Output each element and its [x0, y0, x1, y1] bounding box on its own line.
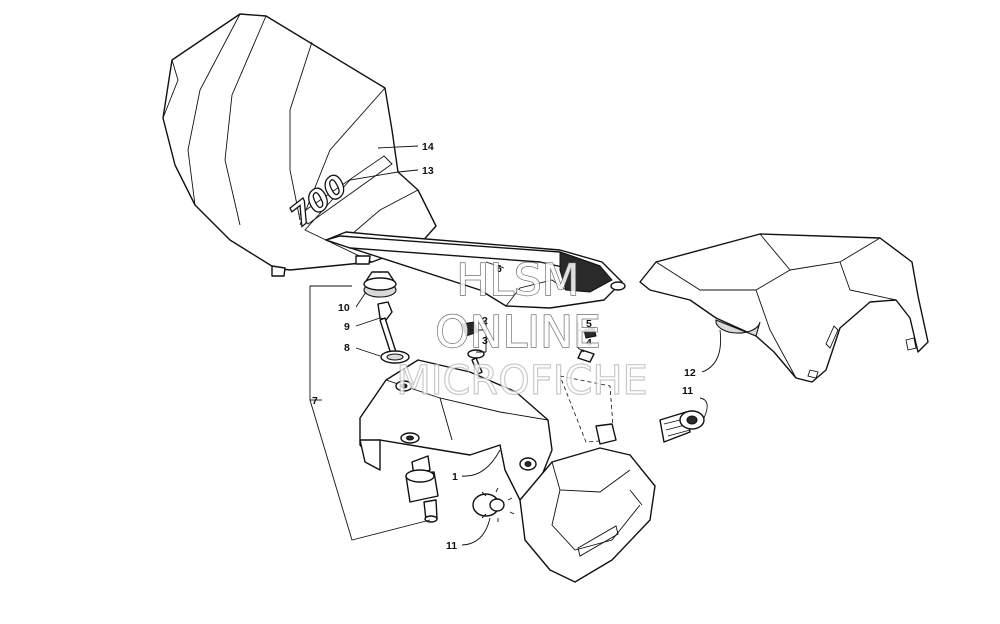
leader-12 — [701, 329, 722, 373]
leader-14 — [377, 145, 419, 149]
callout-11-right: 11 — [682, 385, 693, 397]
callout-1: 1 — [452, 471, 458, 483]
callout-9: 9 — [344, 321, 350, 333]
leader-8 — [355, 347, 381, 357]
lower-console-panel — [519, 447, 656, 583]
callout-3: 3 — [482, 335, 488, 347]
leader-10 — [355, 291, 367, 308]
callout-2: 2 — [482, 315, 488, 327]
clip-5 — [583, 327, 597, 339]
ignition-key — [377, 301, 397, 355]
screw-2 — [461, 321, 479, 337]
callout-7: 7 — [312, 395, 318, 407]
watermark: HLSM ONLINE MICROFICHE — [396, 254, 649, 404]
watermark-line-3: MICROFICHE — [396, 358, 648, 404]
leader-9 — [355, 317, 381, 327]
callout-4: 4 — [586, 337, 592, 349]
callout-13: 13 — [422, 165, 434, 177]
leader-1 — [461, 449, 501, 477]
leader-6 — [485, 261, 505, 269]
gauge-cluster — [325, 231, 626, 309]
callout-10: 10 — [338, 302, 350, 314]
ignition-grommet — [380, 350, 410, 364]
washer-3 — [467, 349, 485, 375]
ignition-switch-cap — [363, 271, 397, 298]
leader-13 — [397, 169, 419, 173]
watermark-line-1: HLSM — [456, 255, 580, 306]
clip-4 — [577, 349, 595, 363]
watermark-line-2: ONLINE — [435, 307, 601, 358]
leader-2-3 — [470, 320, 487, 353]
power-outlet — [659, 410, 705, 443]
harness-bracket — [595, 423, 617, 445]
dash-console-housing — [359, 359, 553, 501]
callout-6: 6 — [496, 263, 502, 275]
right-side-cover — [639, 233, 929, 383]
ignition-switch-body — [405, 455, 439, 523]
leader-5-4 — [577, 322, 589, 353]
callout-8: 8 — [344, 342, 350, 354]
outlet-retaining-nut — [472, 487, 515, 522]
callout-12: 12 — [684, 367, 696, 379]
callout-5: 5 — [586, 318, 592, 330]
leader-11-right — [699, 397, 708, 419]
callout-11-left: 11 — [446, 540, 457, 552]
leader-11-left — [461, 517, 491, 546]
callout-14: 14 — [422, 141, 434, 153]
